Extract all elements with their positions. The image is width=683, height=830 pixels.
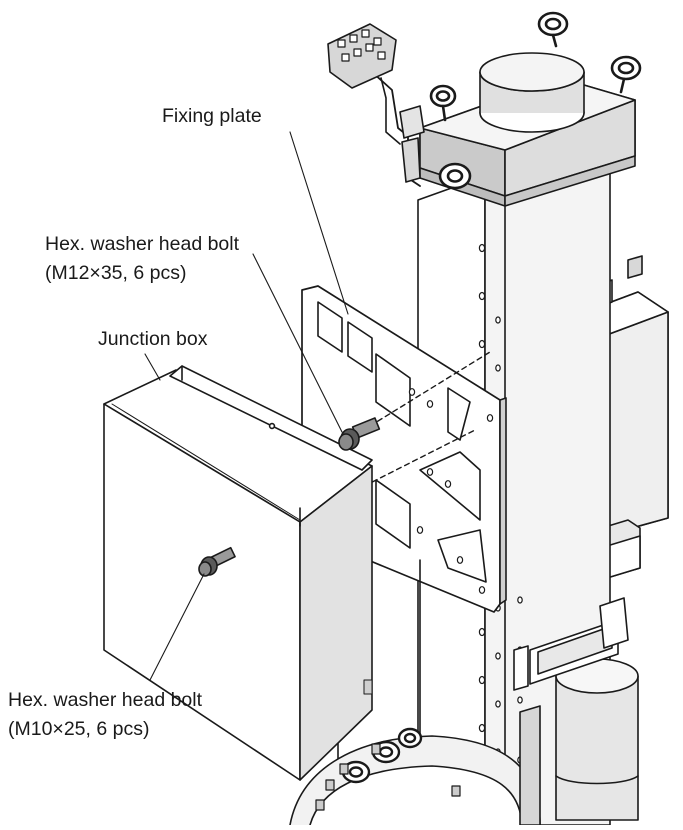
label-junction-box: Junction box <box>98 328 208 350</box>
eye-bolt <box>537 11 569 48</box>
label-bolt-m10-line1: Hex. washer head bolt <box>8 689 203 711</box>
eye-bolt <box>610 55 642 94</box>
cable-bracket <box>513 597 629 691</box>
junction-box <box>103 365 373 781</box>
base-eye-bolt <box>397 727 423 749</box>
base-flange <box>289 727 541 826</box>
label-bolt-m12-line2: (M12×35, 6 pcs) <box>45 262 187 284</box>
leader-bolt-m12 <box>252 253 343 433</box>
label-bolt-m12-line1: Hex. washer head bolt <box>45 233 240 255</box>
leader-bolt-m10 <box>149 573 205 681</box>
bolt-m10 <box>198 546 236 577</box>
leader-junction-box <box>144 353 161 381</box>
label-fixing-plate: Fixing plate <box>162 105 262 127</box>
leader-lines <box>144 131 349 681</box>
eye-bolt <box>429 84 457 122</box>
label-bolt-m10-line2: (M10×25, 6 pcs) <box>8 718 150 740</box>
top-unit <box>327 11 642 207</box>
eye-bolt <box>438 162 472 190</box>
motor <box>519 658 639 826</box>
bolt-m12 <box>338 417 381 451</box>
leader-fixing-plate <box>289 131 349 315</box>
